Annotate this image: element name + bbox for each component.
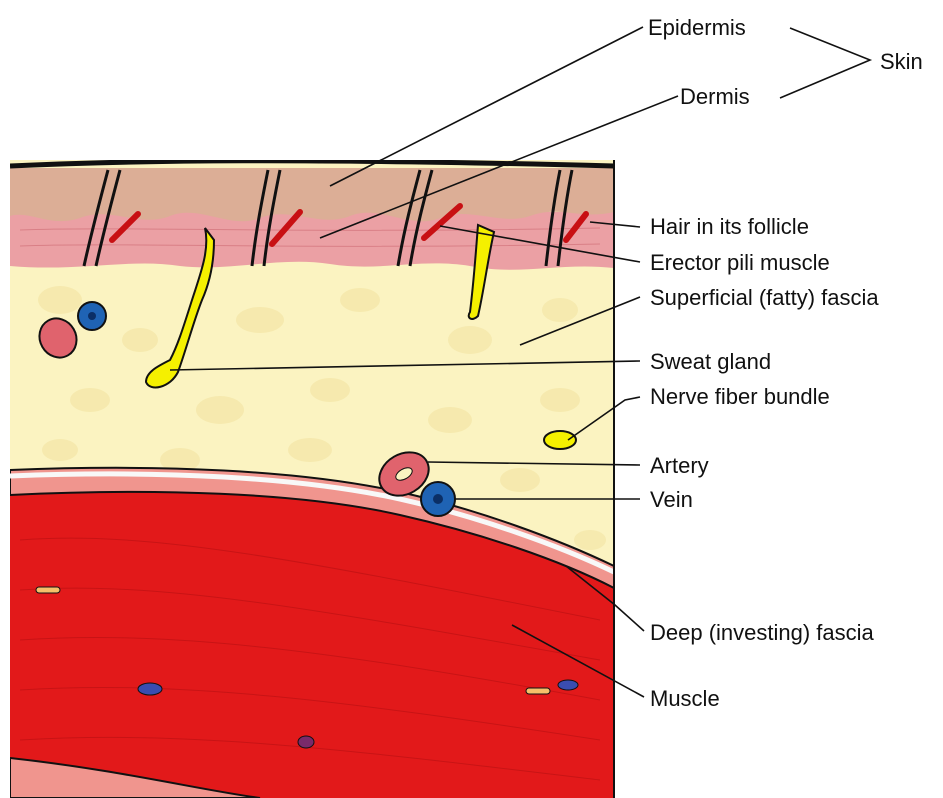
labels: Epidermis Dermis Skin Hair in its follic… [648,15,923,711]
muscle-venule-2 [558,680,578,690]
vein-lumen [433,494,443,504]
label-muscle: Muscle [650,686,720,711]
skin-bracket [780,28,870,98]
tissue-block [10,160,614,798]
label-epidermis: Epidermis [648,15,746,40]
muscle-capillary [36,587,60,593]
label-skin: Skin [880,49,923,74]
muscle-venule [138,683,162,695]
label-nerve: Nerve fiber bundle [650,384,830,409]
label-dermis: Dermis [680,84,750,109]
nerve-fiber-bundle [544,431,576,449]
label-hair: Hair in its follicle [650,214,809,239]
label-sweat-gland: Sweat gland [650,349,771,374]
vein-small-lumen [88,312,96,320]
label-erector-pili: Erector pili muscle [650,250,830,275]
muscle-capillary-2 [526,688,550,694]
muscle-vessel-pair [298,736,314,748]
label-artery: Artery [650,453,709,478]
label-superficial-fascia: Superficial (fatty) fascia [650,285,879,310]
label-vein: Vein [650,487,693,512]
label-deep-fascia: Deep (investing) fascia [650,620,875,645]
